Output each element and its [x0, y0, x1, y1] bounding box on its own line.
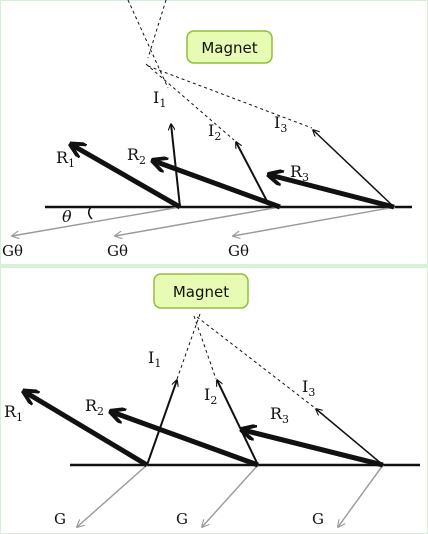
- angle-arc: [88, 206, 93, 220]
- gravity-arrow-1: [77, 464, 148, 527]
- incident-ray-2: [217, 380, 259, 466]
- incident-ray-1: [171, 124, 181, 208]
- reflected-label-3: R3: [270, 404, 289, 426]
- dashed-ext-3: [145, 63, 235, 141]
- incident-ray-1: [146, 380, 177, 466]
- gravity-arrow-3: [338, 464, 384, 527]
- bottom-panel: G G G I1 I2 I3 R1 R2 R3 Magnet: [4, 273, 420, 528]
- gravity-arrow-3: [233, 206, 396, 236]
- magnet-box-top: Magnet: [186, 30, 273, 64]
- gravity-arrow-2: [115, 206, 281, 236]
- magnet-label-top: Magnet: [201, 39, 257, 57]
- reflected-ray-3: [270, 175, 395, 210]
- reflected-ray-1: [72, 145, 182, 210]
- gravity-arrow-1: [12, 206, 181, 236]
- incident-label-1: I1: [153, 88, 166, 110]
- panel-divider: [0, 264, 428, 268]
- incident-ray-2: [236, 142, 270, 206]
- reflected-label-2: R2: [127, 145, 146, 167]
- magnet-label-bottom: Magnet: [173, 283, 229, 301]
- incident-label-3: I3: [274, 113, 287, 135]
- reflected-label-1: R1: [4, 402, 23, 424]
- reflected-ray-2: [112, 412, 259, 468]
- dashed-ext-4: [147, 65, 313, 129]
- reflected-label-2: R2: [85, 396, 104, 418]
- dashed-ext-2: [147, 0, 167, 59]
- incident-label-3: I3: [302, 377, 315, 399]
- dashed-ext-2: [193, 315, 217, 380]
- gravity-label-2: G: [176, 510, 188, 528]
- incident-ray-3: [313, 130, 395, 208]
- gravity-label-1: Gθ: [2, 242, 23, 260]
- top-panel: Gθ Gθ Gθ θ I1 I2 I3 R1 R2 R3 Magnet: [2, 0, 412, 260]
- angle-label: θ: [62, 207, 72, 226]
- gravity-arrow-2: [202, 464, 259, 527]
- dashed-ext-1: [127, 0, 169, 89]
- gravity-label-1: G: [54, 510, 66, 528]
- magnet-box-bottom: Magnet: [153, 273, 249, 309]
- reflected-label-3: R3: [290, 162, 309, 184]
- gravity-label-2: Gθ: [107, 242, 128, 260]
- reflected-ray-1: [25, 392, 149, 468]
- incident-label-1: I1: [148, 348, 161, 370]
- incident-label-2: I2: [204, 385, 217, 407]
- reflected-label-1: R1: [56, 148, 75, 170]
- incident-label-2: I2: [208, 121, 221, 143]
- dashed-ext-3: [196, 316, 316, 409]
- gravity-label-3: Gθ: [228, 242, 249, 260]
- incident-ray-3: [316, 409, 384, 466]
- gravity-label-3: G: [312, 510, 324, 528]
- reflected-ray-2: [154, 161, 281, 210]
- reflected-ray-3: [243, 430, 384, 468]
